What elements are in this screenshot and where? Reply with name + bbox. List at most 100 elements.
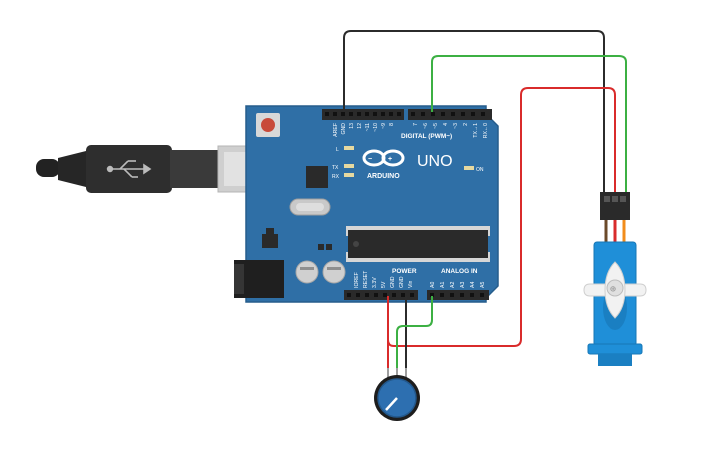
digital-pin-label: ~6 [423,123,429,129]
power-pin-label: 3.3V [372,277,378,288]
capacitor-2 [322,260,346,284]
micro-servo[interactable]: ⊕ [583,192,647,366]
logo-minus: − [368,156,372,163]
servo-bottom [598,354,632,366]
power-pin-label: RESET [363,270,369,288]
capacitor-1 [295,260,319,284]
digital-pin-label: AREF [333,123,339,137]
usb-icon [106,160,152,178]
digital-header-hole[interactable] [389,112,393,116]
power-label: POWER [392,268,417,275]
digital-pin-label: TX→1 [473,123,479,138]
led-rx [344,173,354,177]
led-on [464,166,474,170]
capacitor-1-mark [300,267,314,270]
arduino-infinity-logo [362,149,405,167]
analog-pin-label: A0 [430,282,436,288]
bottom-pin-holes [347,293,484,297]
digital-label: DIGITAL (PWM~) [401,133,452,140]
power-header-hole[interactable] [410,293,414,297]
crystal-face [296,203,324,211]
led-l [344,146,354,150]
led-rx-label: RX [332,174,340,180]
analog-pin-label: A3 [460,282,466,288]
digital-header-hole[interactable] [325,112,329,116]
analog-pin-label: A4 [470,282,476,288]
power-header-hole[interactable] [347,293,351,297]
servo-mount-tab [587,343,643,355]
digital-pin-label: 12 [357,123,363,129]
wire-pot-signal[interactable] [396,296,433,372]
voltage-regulator [262,234,278,248]
power-header-hole[interactable] [383,293,387,297]
power-pin-label: GND [399,276,405,288]
analog-header-hole[interactable] [440,293,444,297]
usb-plug-neck [170,150,218,188]
analog-label: ANALOG IN [441,268,478,275]
power-header-hole[interactable] [374,293,378,297]
wires [343,30,627,372]
digital-header-left [322,109,404,120]
power-header-hole[interactable] [392,293,396,297]
servo-connector-pin-2 [612,196,618,202]
digital-header-hole[interactable] [451,112,455,116]
digital-pin-label: 4 [443,123,449,126]
digital-header-hole[interactable] [411,112,415,116]
analog-header-hole[interactable] [460,293,464,297]
model-label: UNO [417,153,453,170]
screw-icon: ⊕ [610,284,616,295]
analog-header-hole[interactable] [480,293,484,297]
digital-header-hole[interactable] [461,112,465,116]
digital-header-hole[interactable] [397,112,401,116]
digital-pin-label: ~5 [433,123,439,129]
digital-header-hole[interactable] [481,112,485,116]
pot-indicator-icon [385,397,398,411]
led-tx [344,164,354,168]
led-on-label: ON [476,167,484,173]
reset-button[interactable] [261,118,275,132]
led-tx-label: TX [332,165,339,171]
digital-pin-label: 13 [349,123,355,129]
analog-header-hole[interactable] [450,293,454,297]
analog-pin-label: A5 [480,282,486,288]
chip-notch [353,241,359,247]
servo-connector-pin-1 [604,196,610,202]
digital-header-hole[interactable] [431,112,435,116]
digital-header-hole[interactable] [357,112,361,116]
digital-header-hole[interactable] [349,112,353,116]
logo-plus: + [388,156,392,163]
analog-header-hole[interactable] [470,293,474,297]
wire-servo-signal[interactable] [431,55,627,194]
digital-pin-label: ~11 [365,123,371,132]
digital-header-hole[interactable] [471,112,475,116]
digital-header-hole[interactable] [333,112,337,116]
power-pin-label: Vin [408,280,414,288]
digital-header-hole[interactable] [441,112,445,116]
analog-pin-label: A2 [450,282,456,288]
smd-part-2 [326,244,332,250]
power-header-hole[interactable] [401,293,405,297]
digital-pin-label: 7 [413,123,419,126]
wire-servo-ground[interactable] [343,30,605,194]
analog-header [427,290,489,300]
dc-power-jack-front [234,264,244,294]
digital-pin-holes [325,112,485,116]
capacitor-2-mark [327,267,341,270]
servo-connector-pin-3 [620,196,626,202]
digital-pin-label: ~3 [453,123,459,129]
digital-header-hole[interactable] [421,112,425,116]
analog-header-hole[interactable] [430,293,434,297]
servo-shaft [606,279,624,297]
wire-servo-power[interactable] [387,87,616,347]
usb-interface-chip [306,166,328,188]
digital-header-hole[interactable] [341,112,345,116]
rotary-potentiometer[interactable] [374,368,420,421]
power-header-hole[interactable] [356,293,360,297]
digital-header-hole[interactable] [365,112,369,116]
digital-header-hole[interactable] [373,112,377,116]
digital-header-hole[interactable] [381,112,385,116]
power-header-hole[interactable] [365,293,369,297]
